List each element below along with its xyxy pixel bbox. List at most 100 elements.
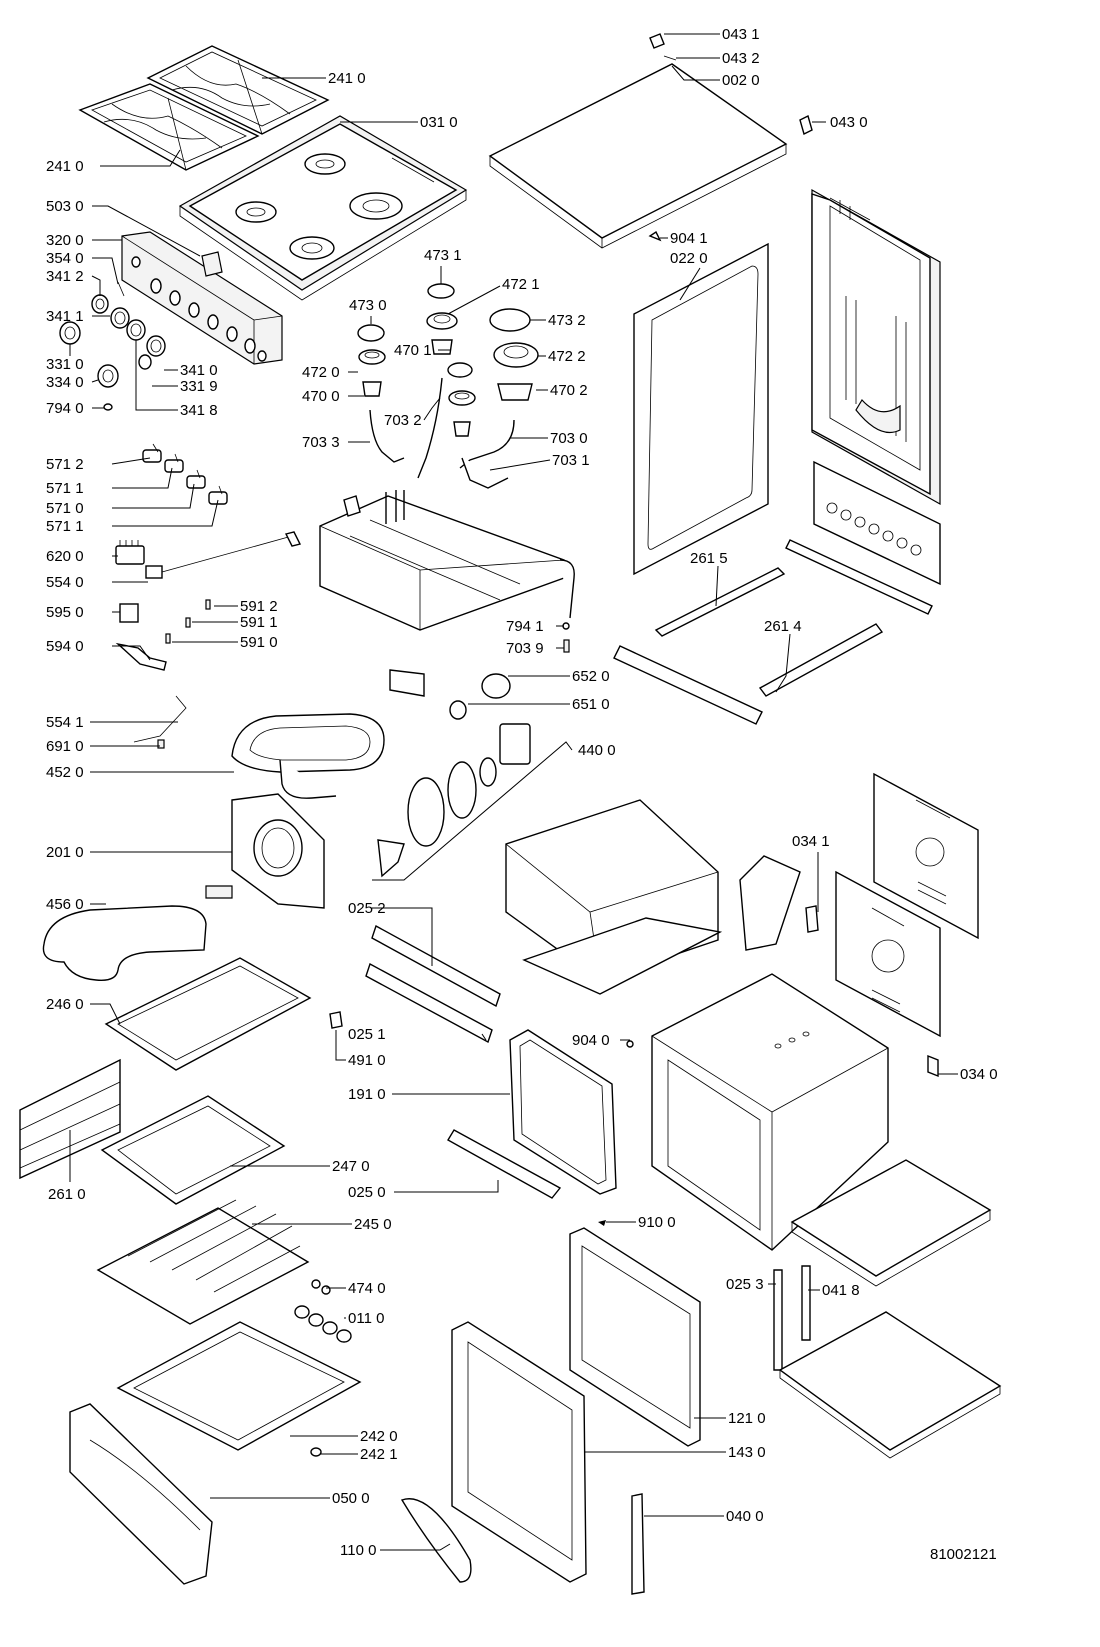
wire-grid-shelf — [96, 1199, 310, 1325]
callout-label: 571 0 — [46, 500, 84, 517]
callout-label: 002 0 — [722, 72, 760, 89]
top-lid — [488, 63, 788, 249]
oven-cavity-insulation — [505, 799, 723, 995]
small-screws — [562, 622, 634, 1226]
callout-label: 034 1 — [792, 833, 830, 850]
callout-label: 331 9 — [180, 378, 218, 395]
callout-label: 334 0 — [46, 374, 84, 391]
callout-label: 354 0 — [46, 250, 84, 267]
callout-label: 594 0 — [46, 638, 84, 655]
callout-label: 571 1 — [46, 480, 84, 497]
callout-label: 703 0 — [550, 430, 588, 447]
circular-element — [42, 905, 207, 981]
burners — [357, 283, 539, 437]
gas-ramp-frame — [319, 490, 575, 631]
callout-label: 143 0 — [728, 1444, 766, 1461]
callout-label: 652 0 — [572, 668, 610, 685]
callout-label: 031 0 — [420, 114, 458, 131]
callout-label: 456 0 — [46, 896, 84, 913]
callout-label: 910 0 — [638, 1214, 676, 1231]
callout-label: 022 0 — [670, 250, 708, 267]
callout-label: 591 2 — [240, 598, 278, 615]
callout-label: 241 0 — [328, 70, 366, 87]
knobs-and-rings — [59, 281, 166, 411]
callout-label: 043 2 — [722, 50, 760, 67]
callout-label: 703 9 — [506, 640, 544, 657]
callout-label: 474 0 — [348, 1280, 386, 1297]
hob-top — [178, 115, 468, 301]
callout-label: 472 0 — [302, 364, 340, 381]
side-racks — [19, 1058, 121, 1180]
callout-label: 025 2 — [348, 900, 386, 917]
callout-label: 040 0 — [726, 1508, 764, 1525]
feet-and-screws — [294, 1279, 352, 1457]
callout-label: 571 1 — [46, 518, 84, 535]
wiring-brackets — [739, 855, 939, 1078]
callout-label: 241 0 — [46, 158, 84, 175]
callout-label: 794 1 — [506, 618, 544, 635]
front-frame-panel — [785, 460, 941, 615]
baking-tray — [104, 957, 312, 1071]
back-panel — [811, 188, 941, 506]
callout-label: 473 1 — [424, 247, 462, 264]
callout-label: 571 2 — [46, 456, 84, 473]
callout-label: 472 2 — [548, 348, 586, 365]
callout-label: 691 0 — [46, 738, 84, 755]
drawer-pan — [116, 1321, 362, 1451]
callout-label: 703 1 — [552, 452, 590, 469]
callout-label: 472 1 — [502, 276, 540, 293]
callout-label: 025 3 — [726, 1276, 764, 1293]
outer-door — [451, 1321, 587, 1583]
door-seal — [509, 1029, 617, 1195]
grill-element — [231, 713, 385, 799]
gas-pipes — [369, 377, 515, 489]
side-panel — [633, 242, 769, 576]
callout-label: 473 0 — [349, 297, 387, 314]
callout-label: 341 8 — [180, 402, 218, 419]
callout-label: 440 0 — [578, 742, 616, 759]
callout-label: 121 0 — [728, 1410, 766, 1427]
control-panel — [121, 231, 283, 365]
callout-label: 242 1 — [360, 1446, 398, 1463]
callout-label: 341 2 — [46, 268, 84, 285]
callout-label: 703 3 — [302, 434, 340, 451]
callout-label: 473 2 — [548, 312, 586, 329]
hinge-bottom — [631, 1493, 645, 1595]
door-handle — [400, 1498, 472, 1583]
gas-valves — [142, 443, 228, 505]
hinges-top — [648, 33, 813, 242]
telescopic-runners — [613, 567, 884, 725]
callout-label: 261 5 — [690, 550, 728, 567]
callout-label: 554 1 — [46, 714, 84, 731]
callout-label: 341 0 — [180, 362, 218, 379]
callout-label: 041 8 — [822, 1282, 860, 1299]
callout-label: 242 0 — [360, 1428, 398, 1445]
callout-label: 261 4 — [764, 618, 802, 635]
callout-label: 503 0 — [46, 198, 84, 215]
callout-labels: 043 1 043 2 002 0 043 0 241 0 031 0 241 … — [46, 26, 998, 1563]
callout-label: 043 1 — [722, 26, 760, 43]
callout-label: 110 0 — [340, 1542, 376, 1559]
side-strips — [773, 1265, 811, 1371]
callout-label: 452 0 — [46, 764, 84, 781]
callout-label: 554 0 — [46, 574, 84, 591]
callout-label: 043 0 — [830, 114, 868, 131]
callout-label: 591 1 — [240, 614, 278, 631]
callout-label: 591 0 — [240, 634, 278, 651]
pan-support-rear — [146, 45, 330, 135]
callout-label: 261 0 — [48, 1186, 86, 1203]
rear-plates — [835, 772, 979, 1038]
callout-label: 034 0 — [960, 1066, 998, 1083]
bottom-tray-assembly — [790, 1159, 992, 1287]
callout-label: 011 0 — [348, 1310, 384, 1327]
callout-label: 025 1 — [348, 1026, 386, 1043]
leader-lines — [69, 33, 958, 1551]
callout-label: 191 0 — [348, 1086, 386, 1103]
callout-label: 703 2 — [384, 412, 422, 429]
drawing-number: 81002121 — [930, 1546, 997, 1563]
callout-label: 620 0 — [46, 548, 84, 565]
callout-label: 025 0 — [348, 1184, 386, 1201]
pan-support-front — [78, 83, 260, 171]
